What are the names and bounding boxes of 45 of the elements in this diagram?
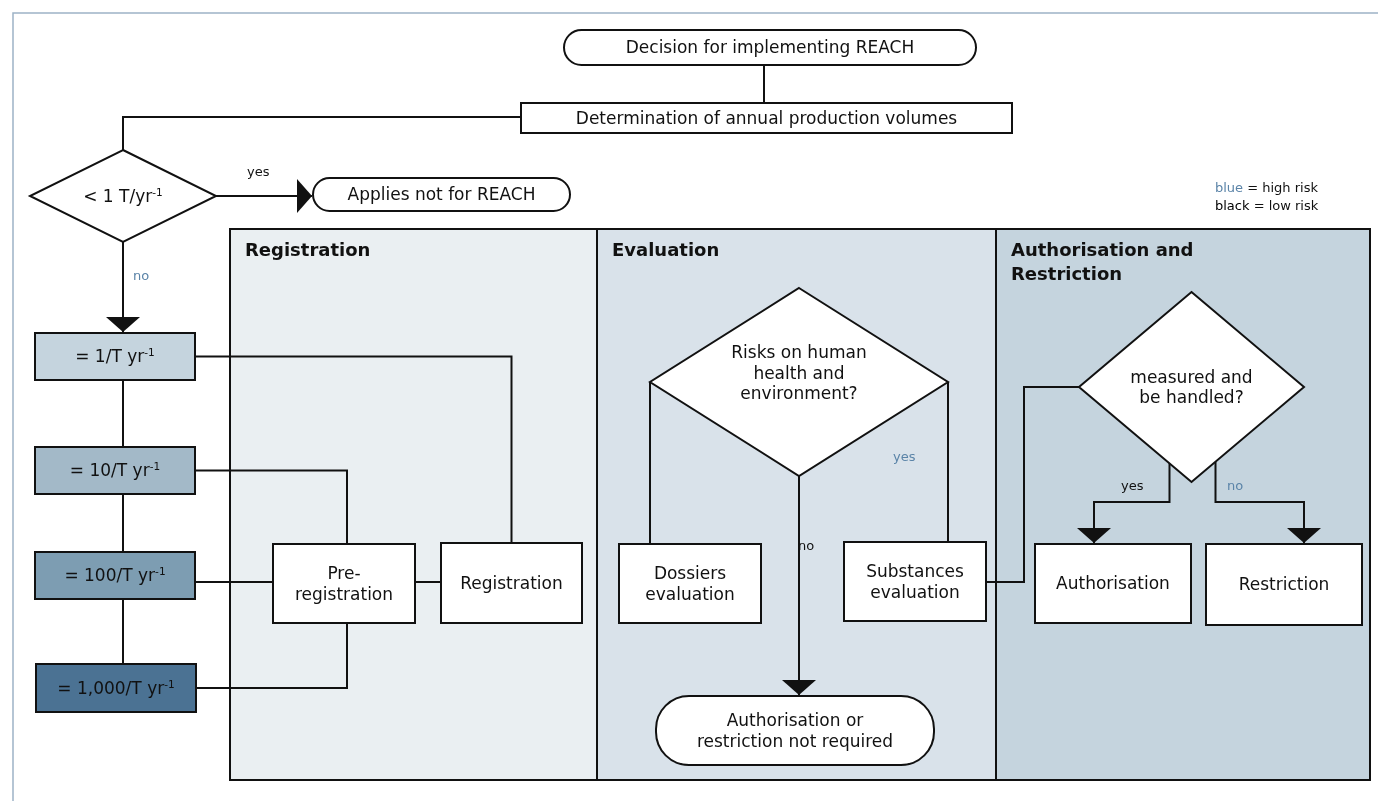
decision-diamond: < 1 T/yr$^{-1}$: [30, 150, 216, 242]
edge-label: yes: [247, 164, 270, 179]
panel-heading: Authorisation and Restriction: [1011, 238, 1195, 287]
connector: [122, 494, 124, 552]
process-box: = 1,000/T yr$^{-1}$: [35, 663, 197, 713]
terminator-pill: Applies not for REACH: [312, 177, 571, 212]
connector: [122, 380, 124, 447]
connector: [195, 469, 348, 544]
terminator-pill: Decision for implementing REACH: [563, 29, 977, 66]
terminator-pill: Authorisation or restriction not required: [655, 695, 935, 766]
connector: [1214, 460, 1321, 544]
edge-label: yes: [893, 449, 916, 464]
connector: [122, 116, 521, 151]
connector: [947, 381, 949, 542]
process-box: = 1/T yr$^{-1}$: [34, 332, 196, 381]
connector: [415, 581, 441, 583]
process-box: = 100/T yr$^{-1}$: [34, 551, 196, 600]
phase-panel: [995, 228, 1371, 781]
connector: [763, 65, 765, 103]
connector: [195, 355, 513, 543]
edge-label: no: [133, 268, 150, 283]
process-box: Authorisation: [1034, 543, 1192, 624]
connector: [196, 623, 348, 689]
process-box: Determination of annual production volumes: [520, 102, 1013, 134]
panel-heading: Evaluation: [612, 238, 721, 262]
process-box: Registration: [440, 542, 583, 624]
connector: [106, 241, 140, 333]
connector: [986, 386, 1080, 583]
process-box: Substances evaluation: [843, 541, 987, 622]
process-box: Dossiers evaluation: [618, 543, 762, 624]
connector: [649, 381, 651, 544]
process-box: Pre-registration: [272, 543, 416, 624]
phase-panel: [596, 228, 997, 781]
connector: [122, 599, 124, 664]
connector: [782, 475, 816, 696]
legend-entry: blue = high risk: [1215, 180, 1318, 197]
legend-entry: black = low risk: [1215, 198, 1319, 215]
panel-heading: Registration: [245, 238, 372, 262]
process-box: Restriction: [1205, 543, 1363, 626]
connector: [195, 581, 273, 583]
connector: [1077, 462, 1171, 544]
process-box: = 10/T yr$^{-1}$: [34, 446, 196, 495]
connector: [215, 179, 313, 213]
phase-panel: [229, 228, 598, 781]
decision-diamond: measured and be handled?: [1079, 292, 1304, 482]
